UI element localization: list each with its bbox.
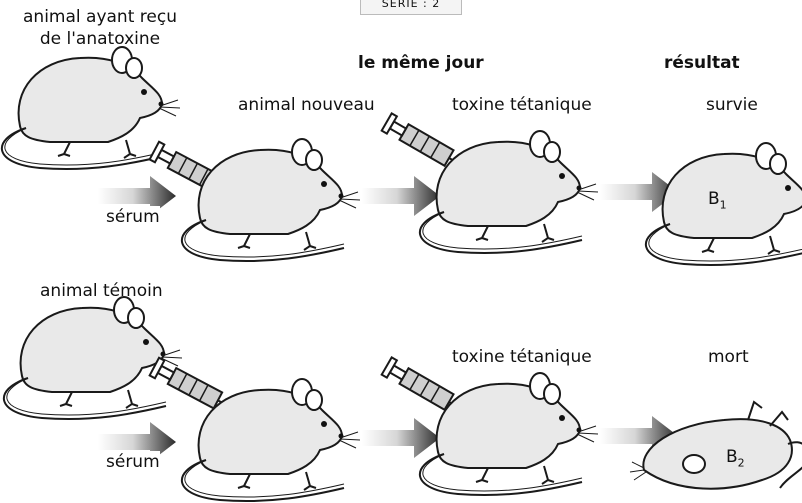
column-header-result: résultat: [664, 52, 740, 74]
control-mouse-icon: [4, 297, 182, 419]
result-marker-sub: 1: [720, 198, 727, 211]
column-header-same-day: le même jour: [358, 52, 484, 74]
result-marker-b2: B2: [726, 446, 745, 474]
serum-label: sérum: [106, 451, 160, 473]
dead-mouse-icon: [630, 402, 802, 489]
result-label-survival: survie: [706, 94, 758, 116]
result-label-death: mort: [708, 346, 749, 368]
result-marker-b1: B1: [708, 188, 727, 216]
injection-label: toxine tétanique: [452, 346, 592, 368]
serum-label: sérum: [106, 206, 160, 228]
injection-label: toxine tétanique: [452, 94, 592, 116]
control-label: animal témoin: [40, 280, 163, 302]
result-marker-sub: 2: [738, 456, 745, 469]
arrow-icon: [362, 418, 440, 458]
source-label-line2: de l'anatoxine: [0, 28, 200, 50]
recipient-label: animal nouveau: [238, 94, 375, 116]
new-mouse-icon: [182, 139, 360, 261]
arrow-icon: [362, 176, 440, 216]
source-label-line1: animal ayant reçu: [0, 6, 200, 28]
